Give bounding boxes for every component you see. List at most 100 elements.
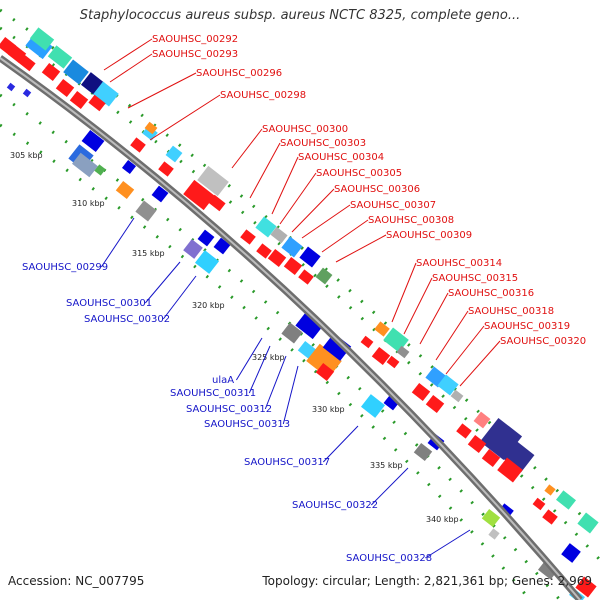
leader-line — [149, 94, 221, 141]
gene-feature — [158, 161, 174, 177]
gene-feature — [281, 322, 303, 344]
gene-feature — [41, 62, 61, 82]
inner-gene-label[interactable]: SAOUHSC_00313 — [204, 419, 290, 430]
gene-feature — [88, 94, 106, 112]
outer-gene-label[interactable]: SAOUHSC_00293 — [152, 49, 238, 60]
gene-feature — [7, 44, 27, 64]
gene-feature — [115, 180, 135, 200]
gene-feature — [299, 246, 321, 268]
leader-line — [322, 425, 359, 463]
gene-feature — [18, 54, 36, 72]
gene-feature — [6, 82, 16, 92]
outer-gene-label[interactable]: SAOUHSC_00316 — [448, 288, 534, 299]
leader-line — [425, 529, 471, 559]
outer-gene-label[interactable]: SAOUHSC_00303 — [280, 138, 366, 149]
outer-gene-label[interactable]: SAOUHSC_00314 — [416, 258, 502, 269]
gene-feature — [94, 164, 106, 176]
outer-gene-label[interactable]: SAOUHSC_00305 — [316, 168, 402, 179]
gene-feature — [165, 145, 183, 163]
inner-gene-label[interactable]: SAOUHSC_00312 — [186, 404, 272, 415]
outer-gene-label[interactable]: SAOUHSC_00304 — [298, 152, 384, 163]
gene-feature — [256, 243, 272, 259]
gene-feature — [283, 256, 303, 276]
gene-feature — [575, 576, 597, 598]
outer-gene-label[interactable]: SAOUHSC_00319 — [484, 321, 570, 332]
gene-feature — [371, 346, 391, 366]
gene-feature — [55, 78, 75, 98]
gene-feature — [69, 90, 89, 110]
gene-labels[interactable]: SAOUHSC_00292SAOUHSC_00293SAOUHSC_00296S… — [22, 34, 586, 564]
leader-line — [370, 467, 409, 506]
gene-feature — [208, 194, 226, 212]
gene-feature — [295, 312, 323, 340]
gene-feature — [213, 237, 231, 255]
gene-feature — [281, 236, 303, 258]
inner-gene-label[interactable]: SAOUHSC_00317 — [244, 457, 330, 468]
feature-blocks — [0, 27, 599, 600]
inner-gene-label[interactable]: SAOUHSC_00322 — [292, 500, 378, 511]
leader-line — [144, 261, 181, 304]
leader-line — [127, 72, 197, 109]
gene-feature — [411, 382, 431, 402]
gene-feature — [481, 448, 501, 468]
gene-feature — [240, 229, 256, 245]
gene-feature — [63, 59, 89, 85]
gene-feature — [467, 434, 487, 454]
leader-line — [459, 340, 501, 387]
outer-gene-label[interactable]: SAOUHSC_00300 — [262, 124, 348, 135]
outer-gene-label[interactable]: SAOUHSC_00306 — [334, 184, 420, 195]
leader-line — [249, 142, 281, 199]
outer-gene-label[interactable]: SAOUHSC_00296 — [196, 68, 282, 79]
gene-feature — [144, 121, 158, 135]
tick-label: 335 kbp — [370, 461, 403, 470]
topology-summary: Topology: circular; Length: 2,821,361 bp… — [262, 574, 592, 588]
outer-gene-label[interactable]: SAOUHSC_00318 — [468, 306, 554, 317]
inner-gene-label[interactable]: SAOUHSC_00328 — [346, 553, 432, 564]
outer-gene-label[interactable]: SAOUHSC_00292 — [152, 34, 238, 45]
leader-line — [291, 188, 335, 233]
gene-feature — [374, 321, 390, 337]
outer-gene-label[interactable]: SAOUHSC_00309 — [386, 230, 472, 241]
gene-feature — [22, 88, 32, 98]
gene-feature — [29, 27, 55, 51]
leader-line — [282, 365, 299, 425]
inner-gene-label[interactable]: ulaA — [212, 375, 234, 386]
leader-line — [435, 310, 469, 361]
leader-line — [279, 172, 317, 225]
leader-line — [335, 234, 387, 263]
outer-gene-label[interactable]: SAOUHSC_00308 — [368, 215, 454, 226]
leader-line — [100, 217, 135, 268]
gene-feature — [413, 442, 433, 462]
map-title: Staphylococcus aureus subsp. aureus NCTC… — [79, 8, 521, 23]
gene-feature — [47, 45, 73, 69]
gene-feature — [386, 355, 400, 369]
inner-gene-label[interactable]: SAOUHSC_00301 — [66, 298, 152, 309]
gene-feature — [270, 226, 288, 244]
gene-feature — [577, 512, 599, 534]
gene-feature — [488, 528, 500, 540]
gene-feature — [194, 250, 220, 274]
leader-line — [403, 277, 433, 335]
inner-gene-label[interactable]: SAOUHSC_00311 — [170, 388, 256, 399]
gene-feature — [81, 129, 105, 153]
inner-gene-label[interactable]: SAOUHSC_00302 — [84, 314, 170, 325]
gene-feature — [267, 248, 287, 268]
outer-gene-label[interactable]: SAOUHSC_00298 — [220, 90, 306, 101]
label-leader-lines — [100, 38, 501, 559]
gene-feature — [473, 411, 491, 429]
gene-feature — [135, 200, 157, 222]
gene-feature — [130, 137, 146, 153]
outer-gene-label[interactable]: SAOUHSC_00307 — [350, 200, 436, 211]
outer-gene-label[interactable]: SAOUHSC_00315 — [432, 273, 518, 284]
gene-feature — [360, 335, 374, 349]
leader-line — [235, 337, 263, 381]
outer-gene-label[interactable]: SAOUHSC_00320 — [500, 336, 586, 347]
gene-feature — [255, 216, 277, 238]
gene-feature — [481, 508, 501, 528]
gene-feature — [183, 239, 203, 259]
gene-feature — [315, 362, 335, 382]
inner-gene-label[interactable]: SAOUHSC_00299 — [22, 262, 108, 273]
leader-line — [419, 292, 449, 345]
gene-feature — [450, 389, 464, 403]
